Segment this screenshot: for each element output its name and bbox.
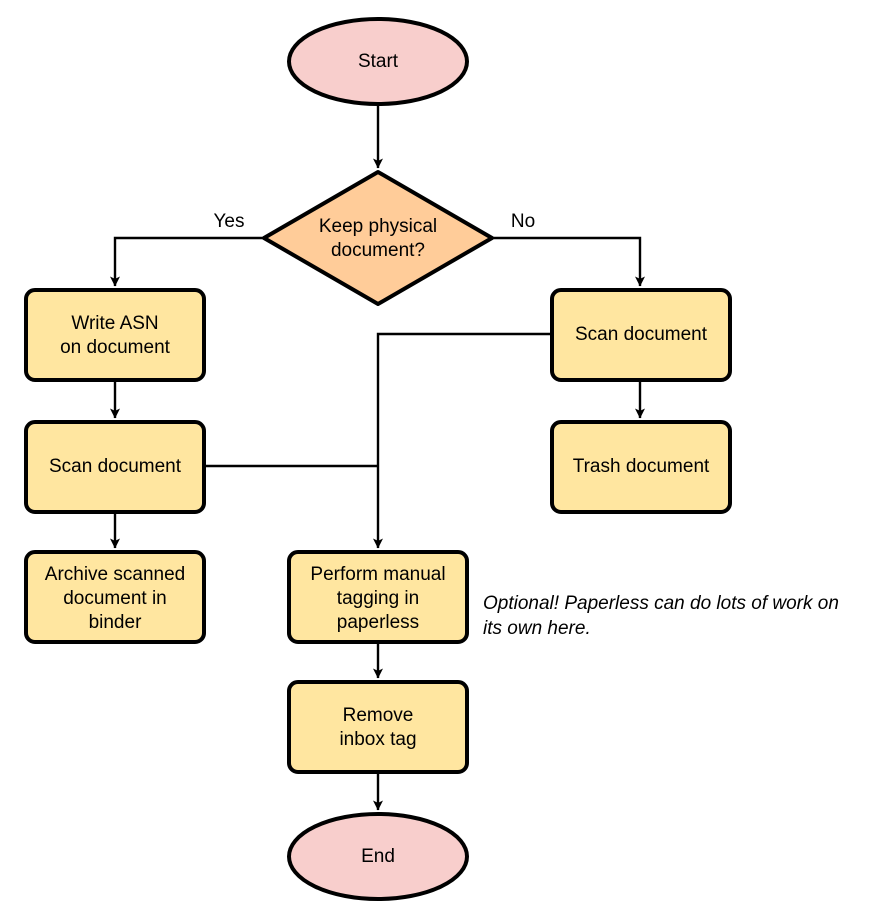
manual-tagging-label-line-2: tagging in bbox=[337, 588, 419, 609]
scan-document-left-box bbox=[24, 420, 206, 514]
start-label: Start bbox=[358, 51, 399, 72]
archive-label-line-3: binder bbox=[89, 612, 142, 633]
start-ellipse bbox=[287, 17, 469, 106]
decision-label-line-1: Keep physical bbox=[319, 216, 437, 237]
scan-document-right-box bbox=[550, 288, 732, 382]
edge-label-no: No bbox=[511, 211, 535, 232]
archive-label-line-2: document in bbox=[63, 588, 167, 609]
trash-document-label: Trash document bbox=[573, 456, 710, 477]
scan-document-left-label: Scan document bbox=[49, 456, 182, 477]
manual-tagging-box bbox=[287, 550, 469, 644]
node-scan-document-right[interactable]: Scan document bbox=[550, 288, 732, 382]
node-remove-inbox-tag[interactable]: Remove inbox tag bbox=[287, 680, 469, 774]
annotation-line-1: Optional! Paperless can do lots of work … bbox=[483, 593, 839, 614]
node-trash-document[interactable]: Trash document bbox=[550, 420, 732, 514]
edge-decision-yes-to-write-asn bbox=[110, 236, 264, 287]
node-start[interactable]: Start bbox=[287, 17, 469, 106]
edge-decision-no-to-scan-right bbox=[492, 236, 645, 287]
annotation-line-2: its own here. bbox=[483, 618, 591, 639]
remove-inbox-tag-label-line-2: inbox tag bbox=[339, 729, 416, 750]
remove-inbox-tag-label-line-1: Remove bbox=[343, 705, 414, 726]
node-perform-manual-tagging[interactable]: Perform manual tagging in paperless bbox=[287, 550, 469, 644]
manual-tagging-label-line-1: Perform manual bbox=[310, 564, 445, 585]
scan-document-right-label: Scan document bbox=[575, 324, 708, 345]
node-write-asn-on-document[interactable]: Write ASN on document bbox=[24, 288, 206, 382]
node-decision-keep-physical-document[interactable]: Keep physical document? bbox=[262, 170, 494, 306]
node-end[interactable]: End bbox=[287, 812, 469, 901]
remove-inbox-tag-box bbox=[287, 680, 469, 774]
end-label: End bbox=[361, 846, 395, 867]
decision-label-line-2: document? bbox=[331, 240, 425, 261]
node-archive-scanned-document[interactable]: Archive scanned document in binder bbox=[24, 550, 206, 644]
archive-label-line-1: Archive scanned bbox=[45, 564, 185, 585]
write-asn-label-line-2: on document bbox=[60, 337, 171, 358]
decision-diamond bbox=[262, 170, 494, 306]
edge-scan-right-to-manual-tagging bbox=[373, 332, 552, 549]
manual-tagging-label-line-3: paperless bbox=[337, 612, 419, 633]
trash-document-box bbox=[550, 420, 732, 514]
archive-box bbox=[24, 550, 206, 644]
end-ellipse bbox=[287, 812, 469, 901]
write-asn-box bbox=[24, 288, 206, 382]
annotation-optional-note: Optional! Paperless can do lots of work … bbox=[483, 593, 839, 639]
write-asn-label-line-1: Write ASN bbox=[71, 313, 158, 334]
node-scan-document-left[interactable]: Scan document bbox=[24, 420, 206, 514]
edge-label-yes: Yes bbox=[214, 211, 245, 232]
